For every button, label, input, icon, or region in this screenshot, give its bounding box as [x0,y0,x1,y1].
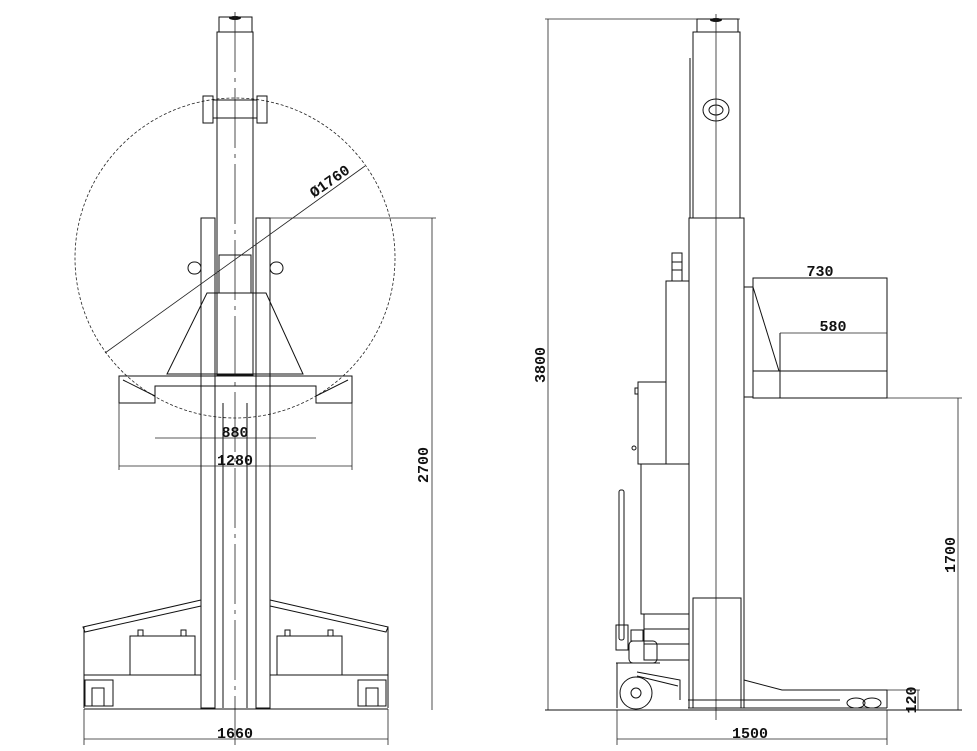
coil-outline [74,97,396,419]
fork-carriage [743,286,754,398]
terminal [137,629,144,637]
platform [118,375,353,404]
caster-wheel-right [357,679,387,707]
fork-leg [743,679,888,708]
platform-length-label: 730 [806,264,833,281]
hook-left [187,261,202,275]
load-wheel [862,697,882,709]
platform-width-label: 1280 [217,453,253,470]
mast-base-box [692,597,742,709]
steering-wheel [619,676,653,710]
fork-height-label: 120 [904,686,921,713]
cylinder-rod [671,252,683,282]
overall-height-label: 3800 [533,347,550,383]
diameter-line [104,165,366,354]
terminal [327,629,334,637]
linkage [636,675,679,687]
platform-height-label: 1700 [943,537,960,573]
base-arm-right [269,599,389,633]
caster-wheel-left [84,679,114,707]
sleeve-right [255,217,271,709]
support-cone [166,292,304,375]
hydraulic-cylinder [665,280,690,465]
side-mast-lower [688,217,745,709]
side-view: 3800 580 730 [533,14,962,745]
control-box [637,381,667,465]
front-view: Ø1760 880 1280 2700 1660 [74,12,436,745]
hook-right [269,261,284,275]
coil-diameter-label: Ø1760 [307,162,354,202]
caster-wheel [91,687,105,707]
base-width-label: 1660 [217,726,253,743]
battery-left [129,635,196,676]
side-mast-upper [692,31,741,219]
caster-wheel [365,687,379,707]
load-wheel [846,697,866,709]
sleeve-left [200,217,216,709]
control-knob [631,445,637,451]
terminal [284,629,291,637]
clamp-left [202,95,214,124]
base-arm-left [82,599,202,633]
platform-brace [752,286,780,372]
platform-edge [122,379,156,397]
terminal [180,629,187,637]
platform-edge [315,379,349,397]
handle-mechanism [615,624,629,651]
pump-housing [640,463,690,615]
linkage [636,671,681,700]
height-2700-label: 2700 [416,447,433,483]
push-handle [618,489,625,641]
battery-right [276,635,343,676]
clamp-right [256,95,268,124]
handle-mechanism [630,629,644,642]
control-knob [634,387,639,395]
wheel-hub [630,687,642,699]
overall-length-label: 1500 [732,726,768,743]
inner-width-label: 880 [221,425,248,442]
inner-platform-length-label: 580 [819,319,846,336]
fork-platform [752,277,888,399]
motor-box [643,613,690,661]
